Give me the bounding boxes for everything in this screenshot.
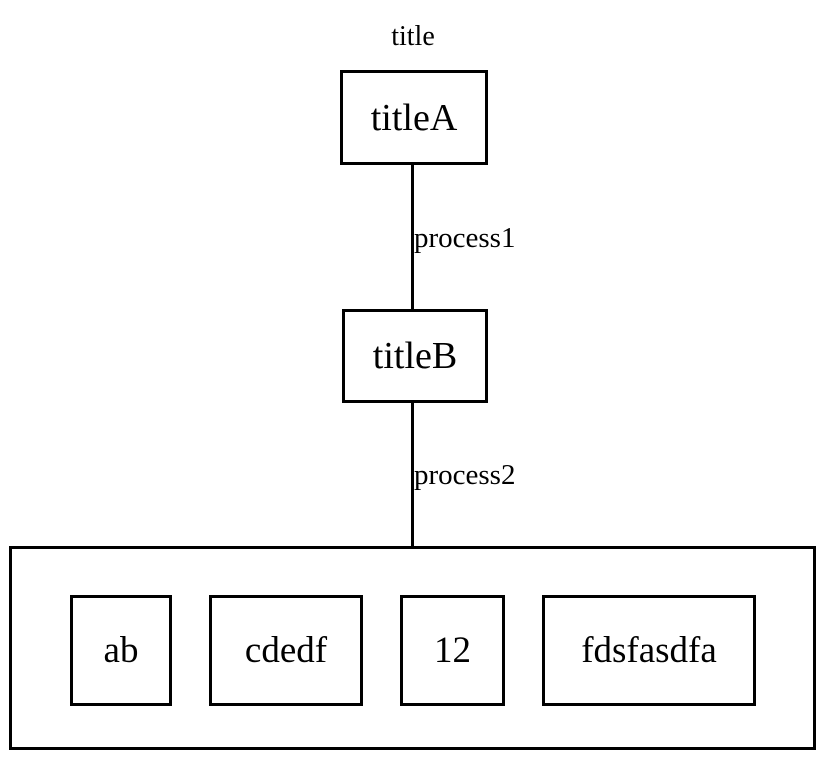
group-item-fdsfasdfa-label: fdsfasdfa (581, 630, 717, 671)
group-item-cdedf-label: cdedf (244, 630, 328, 671)
node-titleB-label: titleB (372, 335, 458, 377)
node-titleA[interactable]: titleA (340, 70, 488, 165)
edge-label-process1: process1 (414, 222, 516, 254)
connector-titleB-group (411, 403, 414, 549)
connector-titleA-titleB (411, 165, 414, 309)
node-titleB[interactable]: titleB (342, 309, 488, 403)
group-item-cdedf[interactable]: cdedf (209, 595, 363, 706)
group-item-12[interactable]: 12 (400, 595, 505, 706)
group-container: ab cdedf 12 fdsfasdfa (9, 546, 816, 750)
edge-label-process2: process2 (414, 459, 516, 491)
node-titleA-label: titleA (370, 96, 458, 139)
group-item-ab[interactable]: ab (70, 595, 172, 706)
group-item-fdsfasdfa[interactable]: fdsfasdfa (542, 595, 756, 706)
group-item-12-label: 12 (434, 630, 471, 671)
diagram-caption: title (391, 21, 435, 52)
group-item-ab-label: ab (103, 630, 139, 671)
